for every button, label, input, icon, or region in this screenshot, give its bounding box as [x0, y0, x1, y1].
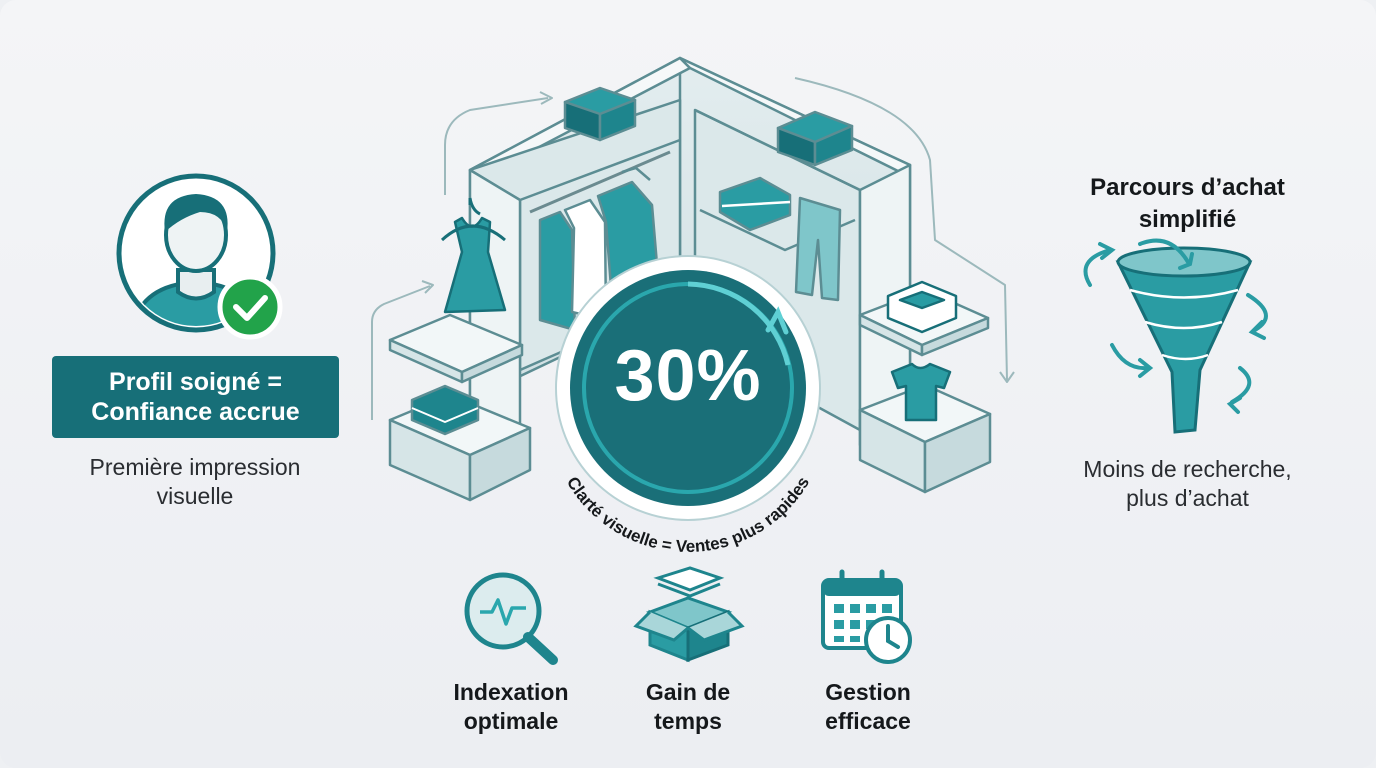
journey-subtitle: Moins de recherche, plus d’achat [1083, 456, 1292, 511]
search-pulse-icon [464, 572, 558, 665]
box-icon [633, 566, 745, 663]
calendar-clock-icon [821, 569, 912, 664]
feature-label-indexation: Indexation optimale [453, 679, 569, 734]
feature-label-management: Gestion efficace [825, 679, 911, 734]
profile-badge: Profil soigné = Confiance accrue [52, 356, 339, 438]
profile-badge-line2: Confiance accrue [91, 398, 300, 426]
profile-badge-line1: Profil soigné = [109, 368, 282, 396]
profile-subtitle: Première impression visuelle [89, 454, 301, 509]
feature-label-time: Gain de temps [645, 679, 731, 734]
journey-title: Parcours d’achat simplifié [1090, 174, 1285, 233]
sales-speed-circle: Clarté visuelle = Ventes plus rapides [555, 255, 821, 556]
percent-value: 30% [614, 336, 762, 416]
user-check-icon [116, 173, 283, 340]
funnel-icon [1083, 238, 1268, 434]
